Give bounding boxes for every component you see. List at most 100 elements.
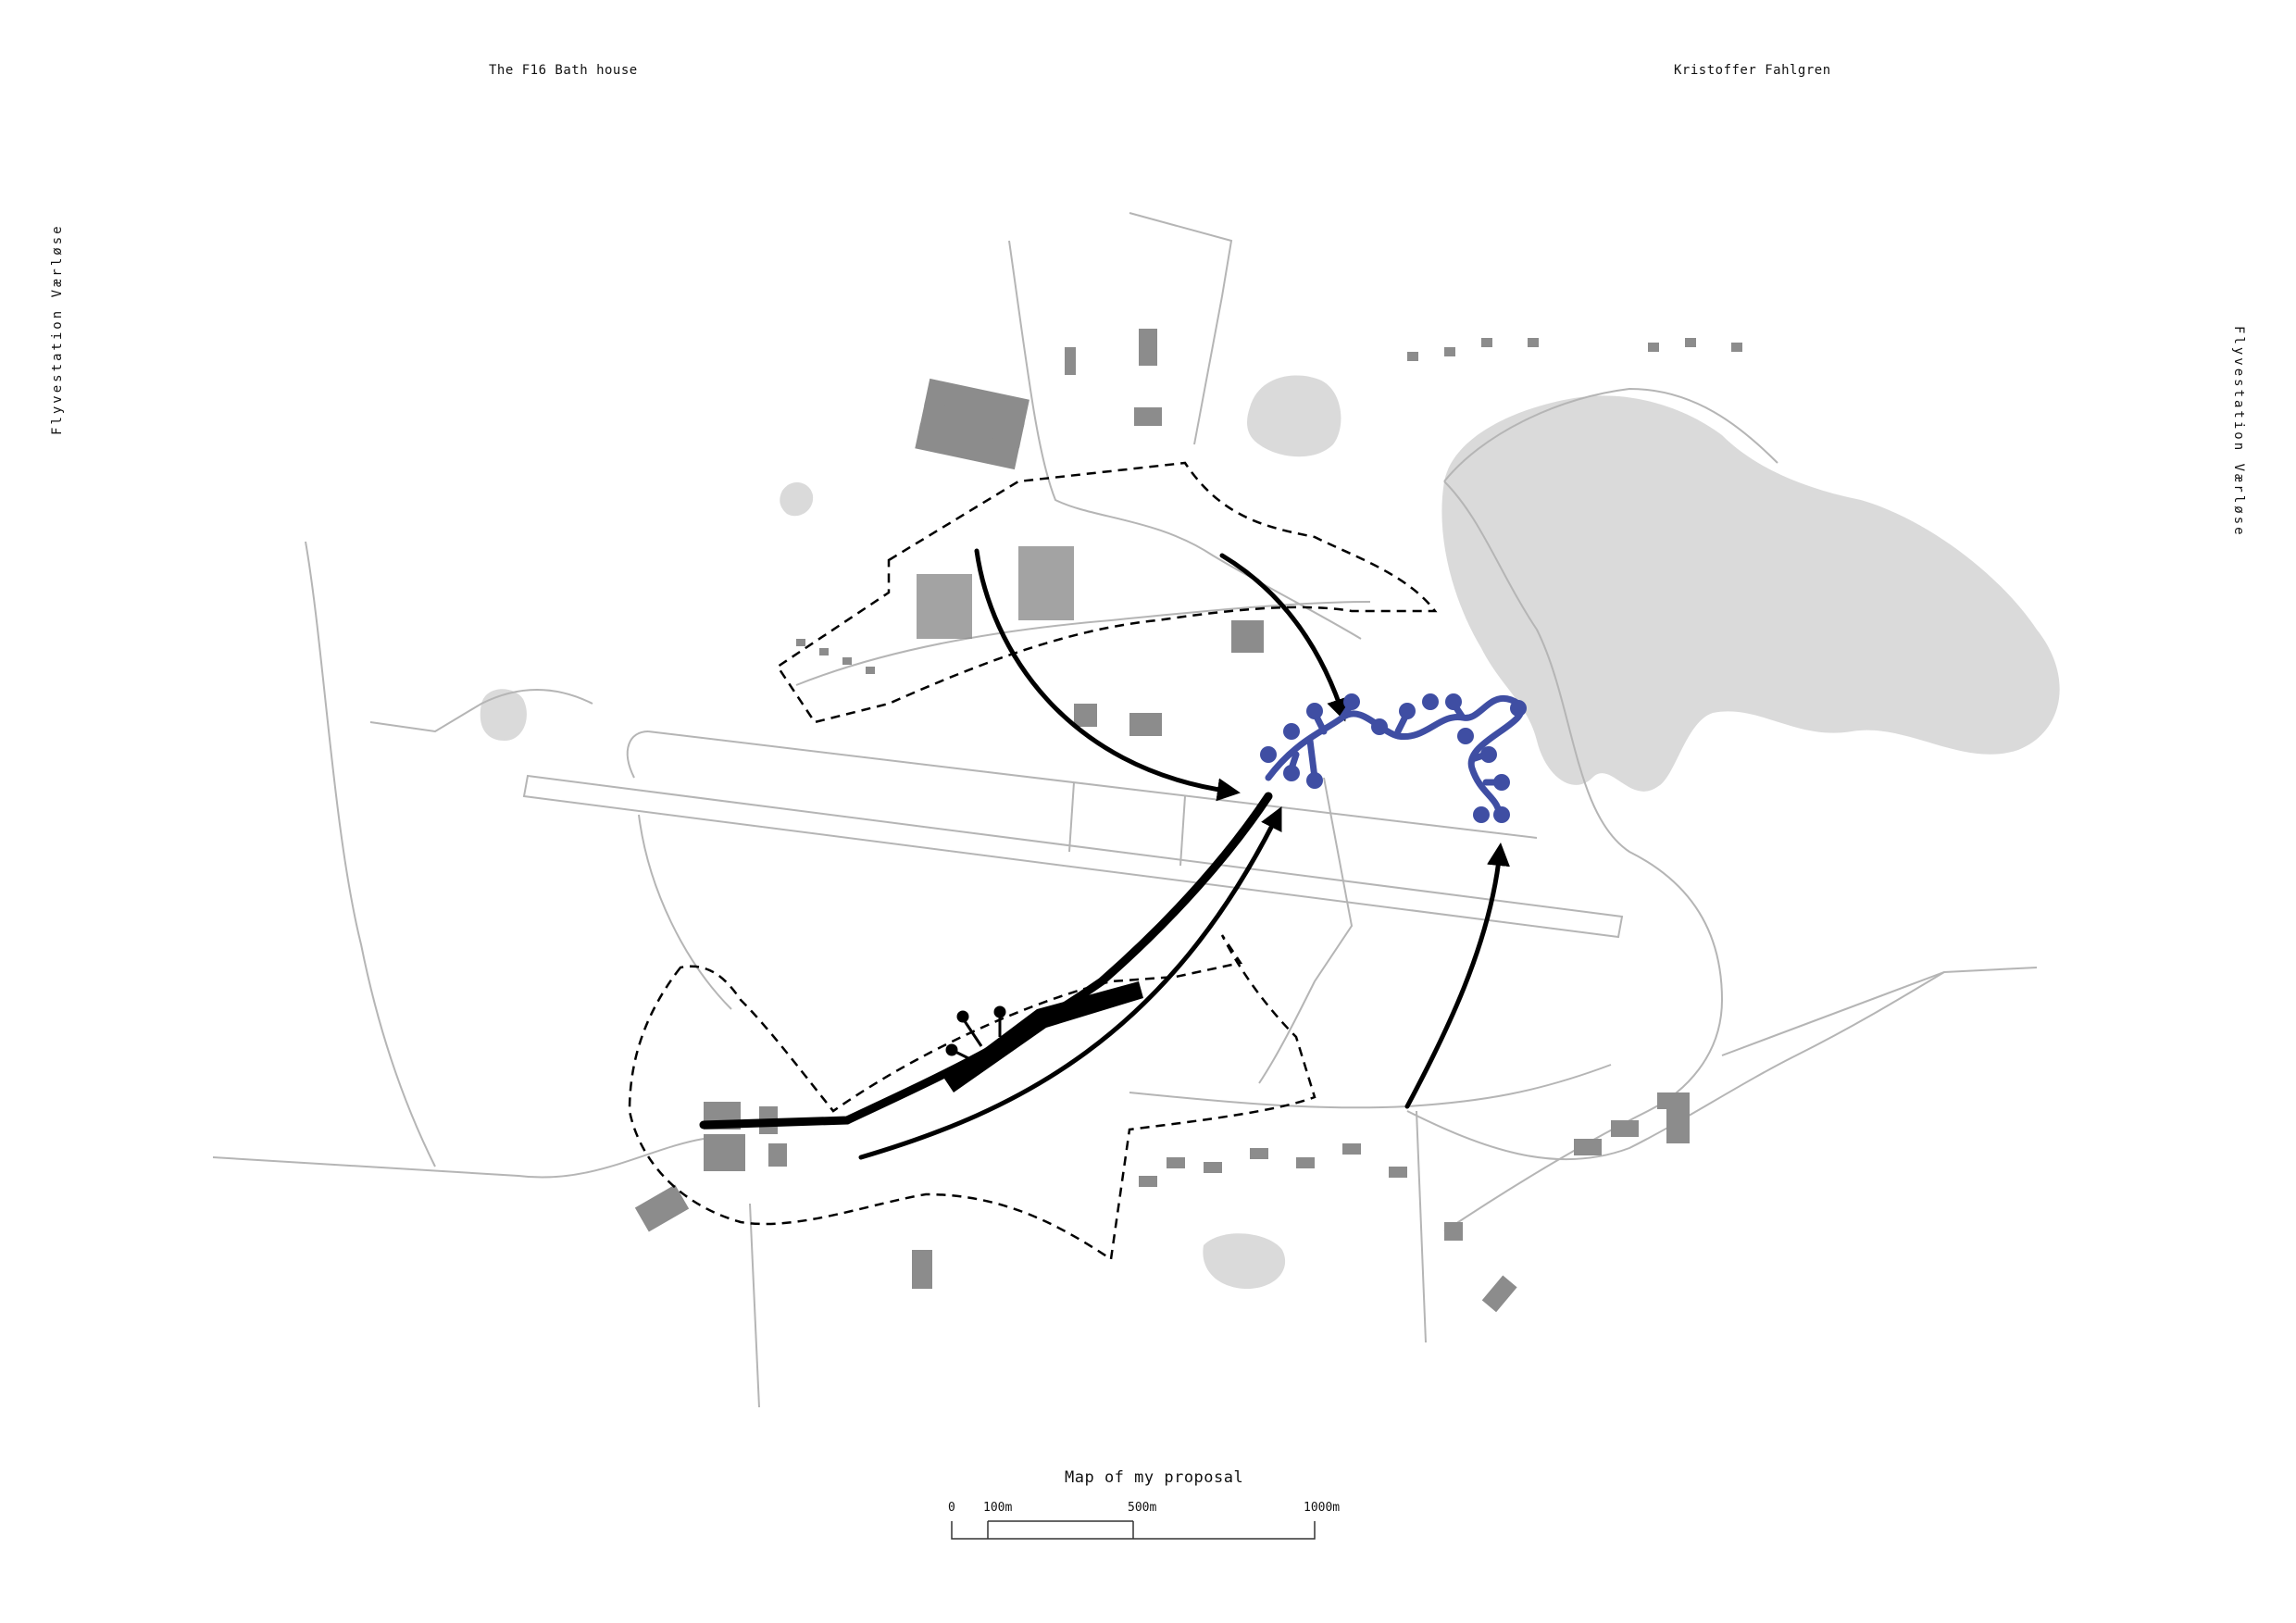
hangar-sw [634, 1184, 690, 1232]
hangar-north-1 [924, 378, 1029, 428]
scale-label-0: 0 [948, 1501, 955, 1515]
southwest-access [749, 1203, 760, 1408]
branch-node-icon [1371, 718, 1388, 735]
taxiway-apron-2 [1179, 795, 1186, 867]
hangar-center-1 [1074, 704, 1097, 727]
branch-node-icon [1283, 723, 1300, 740]
pond-small [780, 481, 814, 517]
hangar-center-3 [1231, 620, 1264, 653]
southeast-road [1406, 971, 1945, 1161]
scale-label-500m: 500m [1128, 1501, 1157, 1515]
boundary-south [628, 934, 1316, 1262]
arrow-north-to-proposal [974, 548, 1241, 802]
lake-large [1441, 395, 2060, 792]
field-edge [1258, 777, 1354, 1084]
taxiway-south [638, 814, 732, 1010]
town-block-10 [1611, 1120, 1639, 1137]
house-row-ne-7 [1731, 343, 1742, 352]
town-block-5 [1296, 1157, 1315, 1168]
north-road [1008, 240, 1362, 640]
hangar-north-3 [915, 422, 1020, 470]
branch-node-icon [1493, 806, 1510, 823]
center-road [795, 601, 1371, 686]
hangar-center-2 [1129, 713, 1162, 736]
taxiway-north [647, 730, 1538, 839]
house-row-ne-1 [1407, 352, 1418, 361]
arrow-town-to-proposal [1404, 843, 1510, 1109]
branch-node-icon [1306, 703, 1323, 719]
branch-node-icon [1457, 728, 1474, 744]
arrow-west-trunk [699, 792, 1273, 1130]
house-row-n-1 [796, 639, 805, 646]
building-footprints [634, 329, 1742, 1313]
block-cluster-n1 [1139, 329, 1157, 366]
main-east-road [1443, 481, 1724, 1232]
branch-node-icon [1493, 774, 1510, 791]
building-sw-2 [912, 1250, 932, 1289]
flow-arrows [699, 548, 1510, 1160]
house-row-n-4 [866, 667, 875, 674]
building-west-2 [704, 1134, 745, 1171]
study-boundaries [628, 461, 1438, 1262]
town-block-2 [1167, 1157, 1185, 1168]
south-access [1416, 1110, 1427, 1343]
town-block-9 [1574, 1139, 1602, 1155]
west-perimeter [369, 689, 593, 733]
road-network [212, 212, 2038, 1408]
town-block-12 [1666, 1092, 1690, 1143]
project-title: The F16 Bath house [489, 63, 638, 78]
runway [522, 774, 1624, 939]
branch-node-icon [1399, 703, 1416, 719]
taxiway-apron-1 [1068, 781, 1075, 853]
town-block-6 [1342, 1143, 1361, 1155]
branch-node-icon [1480, 746, 1497, 763]
map-caption: Map of my proposal [1065, 1468, 1244, 1487]
proposal-branch-nodes [1260, 693, 1527, 823]
branch-node-icon [1260, 746, 1277, 763]
north-branch [1129, 212, 1233, 445]
branch-node-icon [1343, 693, 1360, 710]
town-block-1 [1139, 1176, 1157, 1187]
building-west-4 [768, 1143, 787, 1167]
boundary-north [776, 461, 1438, 724]
town-block-7 [1389, 1167, 1407, 1178]
arrow-north-road-to-proposal [1219, 553, 1350, 722]
scale-bar [951, 1520, 1316, 1540]
town-block-13 [1481, 1275, 1517, 1313]
house-row-ne-5 [1648, 343, 1659, 352]
house-row-n-2 [819, 648, 829, 655]
pond-south [1203, 1233, 1286, 1290]
author-name: Kristoffer Fahlgren [1674, 63, 1831, 78]
town-block-3 [1204, 1162, 1222, 1173]
barracks-2 [1018, 546, 1074, 620]
water-bodies [480, 375, 2060, 1290]
barracks-1 [917, 574, 972, 639]
west-road [212, 1138, 705, 1179]
scale-label-1000m: 1000m [1304, 1501, 1341, 1515]
scale-label-100m: 100m [983, 1501, 1013, 1515]
perimeter-road [305, 541, 436, 1167]
house-row-ne-2 [1444, 347, 1455, 356]
lake-ring-road [1443, 387, 1778, 482]
branch-node-icon [1510, 700, 1527, 717]
east-road [1721, 967, 2038, 1056]
pond-west [480, 689, 527, 741]
south-road [1129, 1064, 1612, 1109]
house-row-n-3 [842, 657, 852, 665]
proposal-origin-building [944, 981, 1143, 1092]
branch-node-icon [1473, 806, 1490, 823]
hangar-north-2 [919, 401, 1025, 449]
branch-node-icon [1422, 693, 1439, 710]
arrow-south-to-proposal [858, 806, 1282, 1160]
taxiway-loop-west [626, 730, 649, 779]
branch-node-icon [1445, 693, 1462, 710]
house-row-ne-3 [1481, 338, 1492, 347]
house-row-ne-4 [1528, 338, 1539, 347]
pond-north [1247, 375, 1341, 457]
branch-node-icon [1283, 765, 1300, 781]
origin-wedge [944, 981, 1143, 1092]
block-cluster-n2 [1134, 407, 1162, 426]
town-block-4 [1250, 1148, 1268, 1159]
block-cluster-n3 [1065, 347, 1076, 375]
